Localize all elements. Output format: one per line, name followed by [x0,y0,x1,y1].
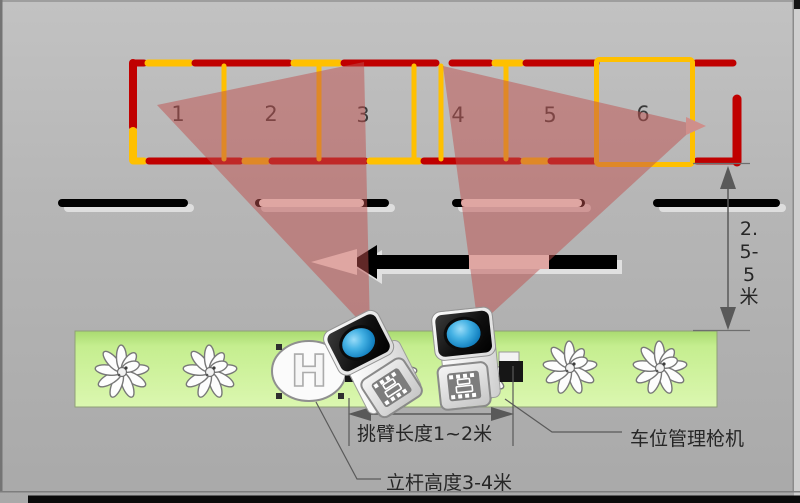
arrow-down-head [720,307,736,330]
fov-cone-tip [686,117,706,135]
arm-bracket-right [499,361,523,382]
video-film-badge-icon [357,354,426,422]
parking-camera-device-left [318,297,438,424]
distance-range-label: 2.5-5米 [739,218,759,309]
pole-height-label: 立杆高度3-4米 [386,472,513,494]
lane-markings-tinted [259,199,582,275]
arm-length-label: 挑臂长度1~2米 [357,423,493,445]
camera-fov-cone-left [157,62,370,332]
arm-length-measure [348,366,514,446]
camera-fov-cones [157,62,706,332]
camera-lens-icon [333,318,385,368]
distance-measure [693,162,750,332]
camera-front-panel [434,310,493,358]
camera-device-label: 车位管理枪机 [630,428,745,450]
film-icon [447,370,482,402]
camera-head [430,305,498,362]
arrow-left-head [348,407,371,421]
bottom-black-bar [28,495,800,503]
film-icon [371,368,412,408]
arrow-right-head [491,407,514,421]
camera-fov-cone-right [443,66,697,326]
video-film-badge-icon [435,360,493,412]
parking-camera-device-right [428,304,516,412]
camera-lens-icon [441,314,486,353]
arrow-up-head [720,166,736,189]
leader-line-pole-label [315,401,381,480]
leader-line-camera-label [504,398,622,433]
pole-base-letter: H [291,346,328,397]
